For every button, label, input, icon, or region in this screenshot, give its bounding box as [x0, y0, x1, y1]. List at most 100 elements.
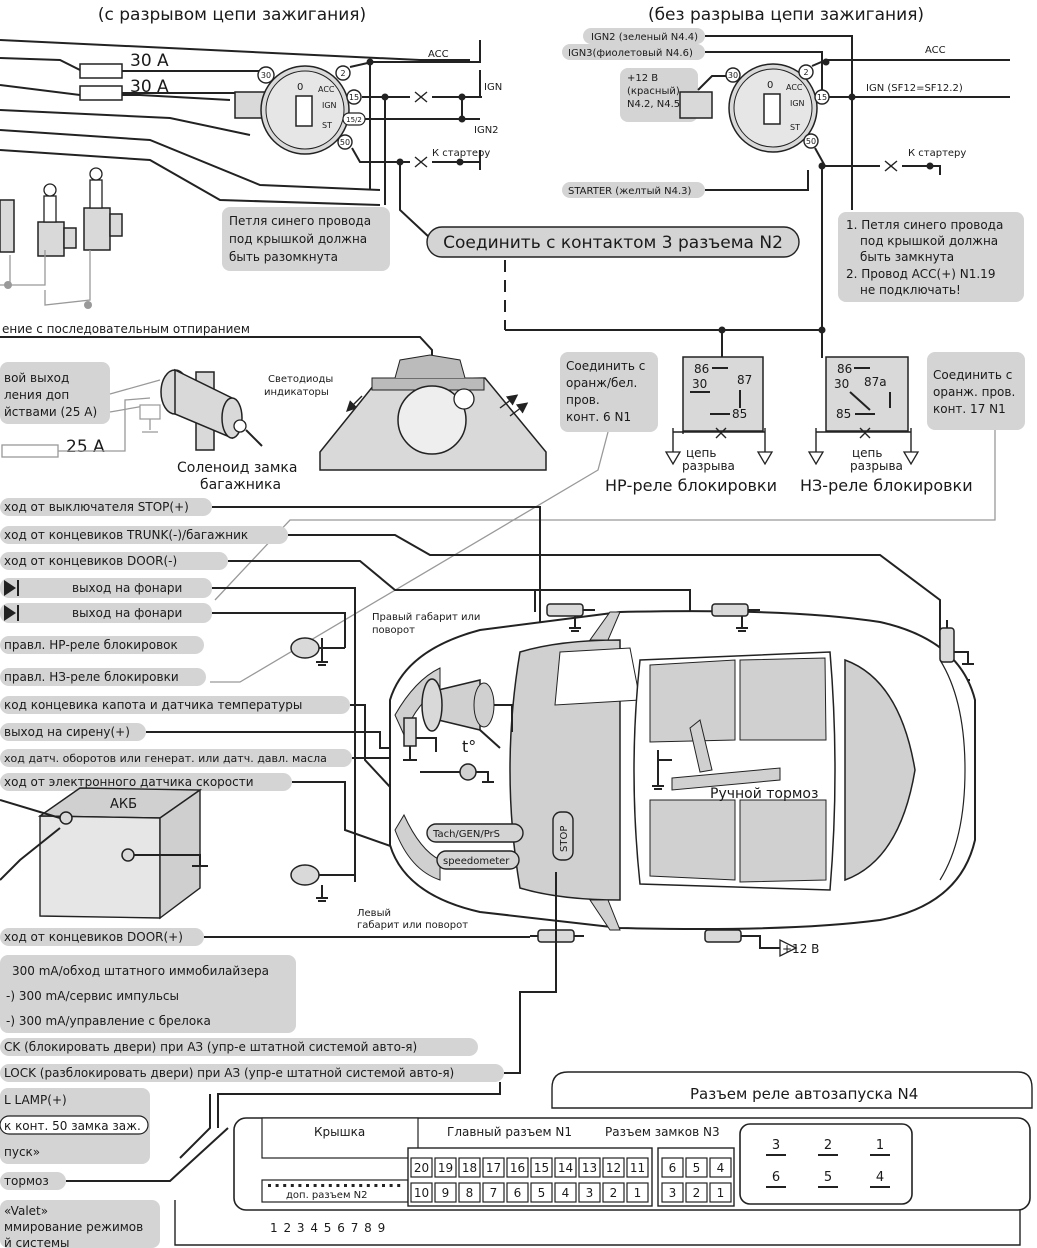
- rsw-pin-30: 30: [728, 71, 738, 80]
- n1-top-cell: [410, 1157, 433, 1178]
- trunk-output-1: вой выход: [4, 371, 69, 385]
- n1-bottom-cell: [434, 1182, 457, 1203]
- no-relay-note: [560, 352, 658, 432]
- n2-pin-dot: [268, 1184, 271, 1187]
- fuse-2: [79, 85, 123, 101]
- lsw-pos-acc: ACC: [318, 85, 335, 94]
- n2-pin-dot: [321, 1184, 325, 1187]
- n1-label: Главный разъем N1: [447, 1125, 572, 1139]
- n2-pin-dot: [374, 1184, 378, 1187]
- no-relay-break-2: разрыва: [682, 459, 735, 473]
- n1-bottom-pin: 2: [610, 1186, 618, 1200]
- no-relay-pin-30: 30: [692, 377, 707, 391]
- pill-service: -) 300 mA/сервис импульсы: [6, 989, 179, 1003]
- nc-note-3: конт. 17 N1: [933, 402, 1006, 416]
- rsw-pos-st: ST: [790, 123, 800, 132]
- rsw-plus12-2: (красный): [627, 86, 680, 97]
- rsw-pos-acc: ACC: [786, 83, 803, 92]
- rsw-pos-0: 0: [767, 80, 773, 91]
- lsw-ign2: IGN2: [474, 125, 499, 136]
- left-ignition-switch: 30 A 30 A 0 ACC IGN ST 30 2 15 15/2 50: [0, 39, 502, 239]
- hood-temp-sensors: t°: [403, 717, 494, 783]
- n2-pin-dot: [290, 1184, 294, 1187]
- n2-pin-dot: [298, 1184, 302, 1187]
- n1-top-cell: [626, 1157, 649, 1178]
- n1-bottom-cell: [530, 1182, 553, 1203]
- no-relay-pin-86: 86: [694, 362, 709, 376]
- pill-door-plus: ход от концевиков DOOR(+): [4, 930, 183, 944]
- pill-valet: «Valet»: [4, 1204, 48, 1218]
- pill-lamp: L LAMP(+): [4, 1093, 67, 1107]
- n3-top-cell: [661, 1157, 684, 1178]
- fuse-25a-label: 25 A: [66, 437, 105, 457]
- led-label-1: Светодиоды: [268, 374, 333, 385]
- n1-top-pin: 12: [606, 1161, 621, 1175]
- n1-bottom-pin: 8: [466, 1186, 474, 1200]
- lsw-pin-30: 30: [261, 71, 271, 80]
- n4-pin: 4: [876, 1170, 884, 1185]
- handbrake: [652, 719, 781, 791]
- pill-nc-relay: правл. НЗ-реле блокировки: [4, 670, 179, 684]
- right-note-line-4: 2. Провод ACC(+) N1.19: [846, 267, 995, 281]
- n1-top-pin: 13: [582, 1161, 597, 1175]
- n2-pin-dot: [366, 1184, 370, 1187]
- pill-lights-2: выход на фонари: [72, 606, 182, 620]
- lsw-pin-50: 50: [340, 138, 350, 147]
- n3-bottom-cell: [685, 1182, 708, 1203]
- sequential-unlock-label: ение с последовательным отпиранием: [2, 322, 250, 336]
- rsw-pin-2: 2: [803, 68, 808, 77]
- no-note-4: конт. 6 N1: [566, 410, 631, 424]
- right-loop-note: [838, 212, 1024, 302]
- n3-bottom-pin: 1: [717, 1186, 725, 1200]
- n1-top-cell: [554, 1157, 577, 1178]
- no-relay-label: НР-реле блокировки: [605, 476, 777, 495]
- n3-label: Разъем замков N3: [605, 1125, 720, 1139]
- n3-top-pin: 6: [669, 1161, 677, 1175]
- n1-bottom-cell: [626, 1182, 649, 1203]
- pill-trunk: ход от концевиков TRUNK(-)/багажник: [4, 528, 248, 542]
- n2-connector-pins: [268, 1184, 401, 1187]
- trunk-solenoid: [139, 368, 263, 451]
- pill-stop: ход от выключателя STOP(+): [4, 500, 189, 514]
- nc-relay-note: [927, 352, 1025, 430]
- n1-top-cell: [530, 1157, 553, 1178]
- pill-tach: ход датч. оборотов или генерат. или датч…: [4, 752, 327, 765]
- n3-top-pin: 4: [717, 1161, 725, 1175]
- header-right: (без разрыва цепи зажигания): [648, 5, 924, 25]
- right-note-line-5: не подключать!: [860, 283, 961, 297]
- speedometer-label: speedometer: [443, 856, 510, 867]
- nc-note-2: оранж. пров.: [933, 385, 1015, 399]
- n1-bottom-pin: 6: [514, 1186, 522, 1200]
- n1-bottom-cell: [602, 1182, 625, 1203]
- lsw-ign: IGN: [484, 82, 502, 93]
- left-marker-1: Левый: [357, 908, 391, 919]
- bottom-wire-list: ход от концевиков DOOR(+) 300 mA/обход ш…: [0, 872, 557, 1248]
- nc-relay-pin-86: 86: [837, 362, 852, 376]
- pill-remote: -) 300 mA/управление с брелока: [6, 1014, 211, 1028]
- n1-top-cell: [458, 1157, 481, 1178]
- lsw-pos-0: 0: [297, 82, 303, 93]
- n1-top-pin: 16: [510, 1161, 525, 1175]
- rsw-pin-50: 50: [806, 137, 816, 146]
- plus12-label: +12 В: [782, 942, 819, 956]
- lsw-starter: К стартеру: [432, 148, 490, 159]
- n1-top-cell: [482, 1157, 505, 1178]
- pill-siren: выход на сирену(+): [4, 725, 130, 739]
- siren: [421, 678, 513, 749]
- rsw-acc: ACC: [925, 45, 946, 56]
- led-indicator-unit: Светодиоды индикаторы: [264, 354, 547, 471]
- n1-top-pin: 19: [438, 1161, 453, 1175]
- pill-brake: тормоз: [4, 1174, 49, 1188]
- no-note-3: пров.: [566, 393, 600, 407]
- n1-bottom-pin: 1: [634, 1186, 642, 1200]
- trunk-output-2: ления доп: [4, 388, 69, 402]
- marker-lamps: [290, 637, 355, 902]
- n1-top-pin: 20: [414, 1161, 429, 1175]
- n2-label: доп. разъем N2: [286, 1190, 368, 1201]
- right-marker-1: Правый габарит или: [372, 612, 480, 623]
- car-outline: [389, 610, 976, 931]
- n1-top-cell: [578, 1157, 601, 1178]
- n1-bottom-pin: 4: [562, 1186, 570, 1200]
- pill-door-minus: ход от концевиков DOOR(-): [4, 554, 177, 568]
- nc-relay-pin-87a: 87a: [864, 375, 887, 389]
